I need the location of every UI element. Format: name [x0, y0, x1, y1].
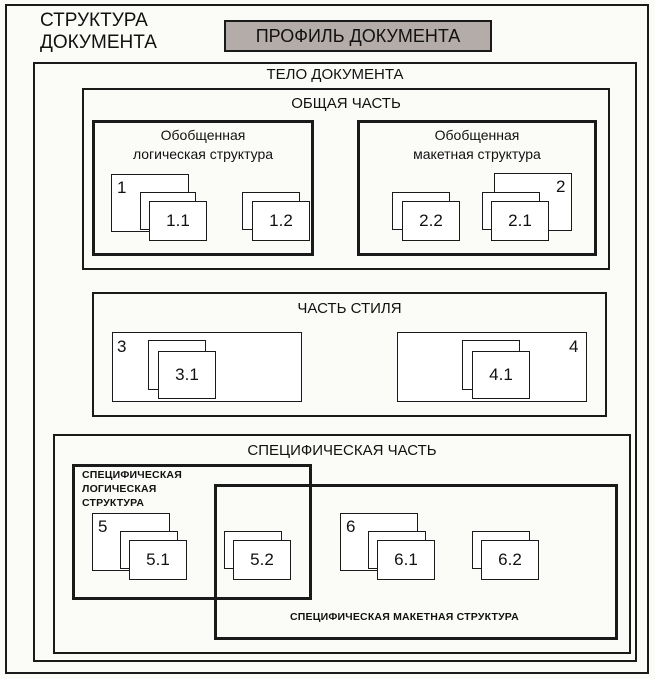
group-5-number: 5 — [98, 517, 108, 536]
specific-part-box — [53, 434, 631, 654]
card-2-2: 2.2 — [402, 201, 460, 241]
card-5-1: 5.1 — [129, 540, 187, 580]
card-2-2-label: 2.2 — [419, 211, 443, 230]
style-part-box — [92, 292, 607, 417]
card-1-2: 1.2 — [252, 201, 310, 241]
group-6-number: 6 — [346, 517, 356, 536]
card-5-2: 5.2 — [233, 540, 291, 580]
specific-logical-line1: СПЕЦИФИЧЕСКАЯ — [82, 469, 182, 481]
specific-logical-line3: СТРУКТУРА — [82, 497, 145, 509]
card-2-1: 2.1 — [491, 201, 549, 241]
specific-layout-structure-box — [214, 484, 618, 640]
generic-layout-structure-box — [357, 120, 597, 256]
document-structure-frame — [5, 4, 649, 674]
card-1-2-label: 1.2 — [269, 211, 293, 230]
document-profile-box: ПРОФИЛЬ ДОКУМЕНТА — [224, 20, 492, 52]
generic-layout-line1: Обобщенная — [434, 127, 520, 143]
card-6-2: 6.2 — [481, 540, 539, 580]
group-3-number: 3 — [117, 337, 127, 356]
card-6-1: 6.1 — [377, 540, 435, 580]
specific-logical-line2: ЛОГИЧЕСКАЯ — [82, 483, 157, 495]
common-part-title: ОБЩАЯ ЧАСТЬ — [291, 95, 401, 112]
generic-logical-structure-box — [92, 120, 314, 256]
card-4-1: 4.1 — [472, 351, 530, 399]
card-4-1-label: 4.1 — [489, 365, 513, 384]
card-2-1-label: 2.1 — [508, 211, 532, 230]
specific-layout-label: СПЕЦИФИЧЕСКАЯ МАКЕТНАЯ СТРУКТУРА — [290, 611, 519, 623]
card-1-1: 1.1 — [149, 201, 207, 241]
card-3-1: 3.1 — [158, 351, 216, 399]
structure-title-line1: СТРУКТУРА — [40, 10, 148, 31]
document-body-box — [33, 62, 637, 662]
card-6-2-label: 6.2 — [498, 550, 522, 569]
document-body-title: ТЕЛО ДОКУМЕНТА — [266, 66, 404, 83]
card-3-1-label: 3.1 — [175, 365, 199, 384]
structure-title-line2: ДОКУМЕНТА — [40, 32, 157, 53]
generic-layout-line2: макетная структура — [413, 146, 541, 162]
group-2-number: 2 — [556, 177, 566, 196]
group-1-number: 1 — [117, 178, 127, 197]
specific-part-title: СПЕЦИФИЧЕСКАЯ ЧАСТЬ — [247, 442, 437, 459]
generic-logical-line2: логическая структура — [132, 146, 274, 162]
specific-logical-structure-box — [72, 464, 312, 600]
card-5-1-label: 5.1 — [146, 550, 170, 569]
generic-logical-line1: Обобщенная — [160, 127, 246, 143]
card-5-2-label: 5.2 — [250, 550, 274, 569]
card-6-1-label: 6.1 — [394, 550, 418, 569]
card-1-1-label: 1.1 — [166, 211, 190, 230]
common-part-box — [82, 88, 610, 270]
group-4-number: 4 — [569, 337, 579, 356]
style-part-title: ЧАСТЬ СТИЛЯ — [297, 300, 402, 317]
document-profile-label: ПРОФИЛЬ ДОКУМЕНТА — [255, 26, 461, 46]
